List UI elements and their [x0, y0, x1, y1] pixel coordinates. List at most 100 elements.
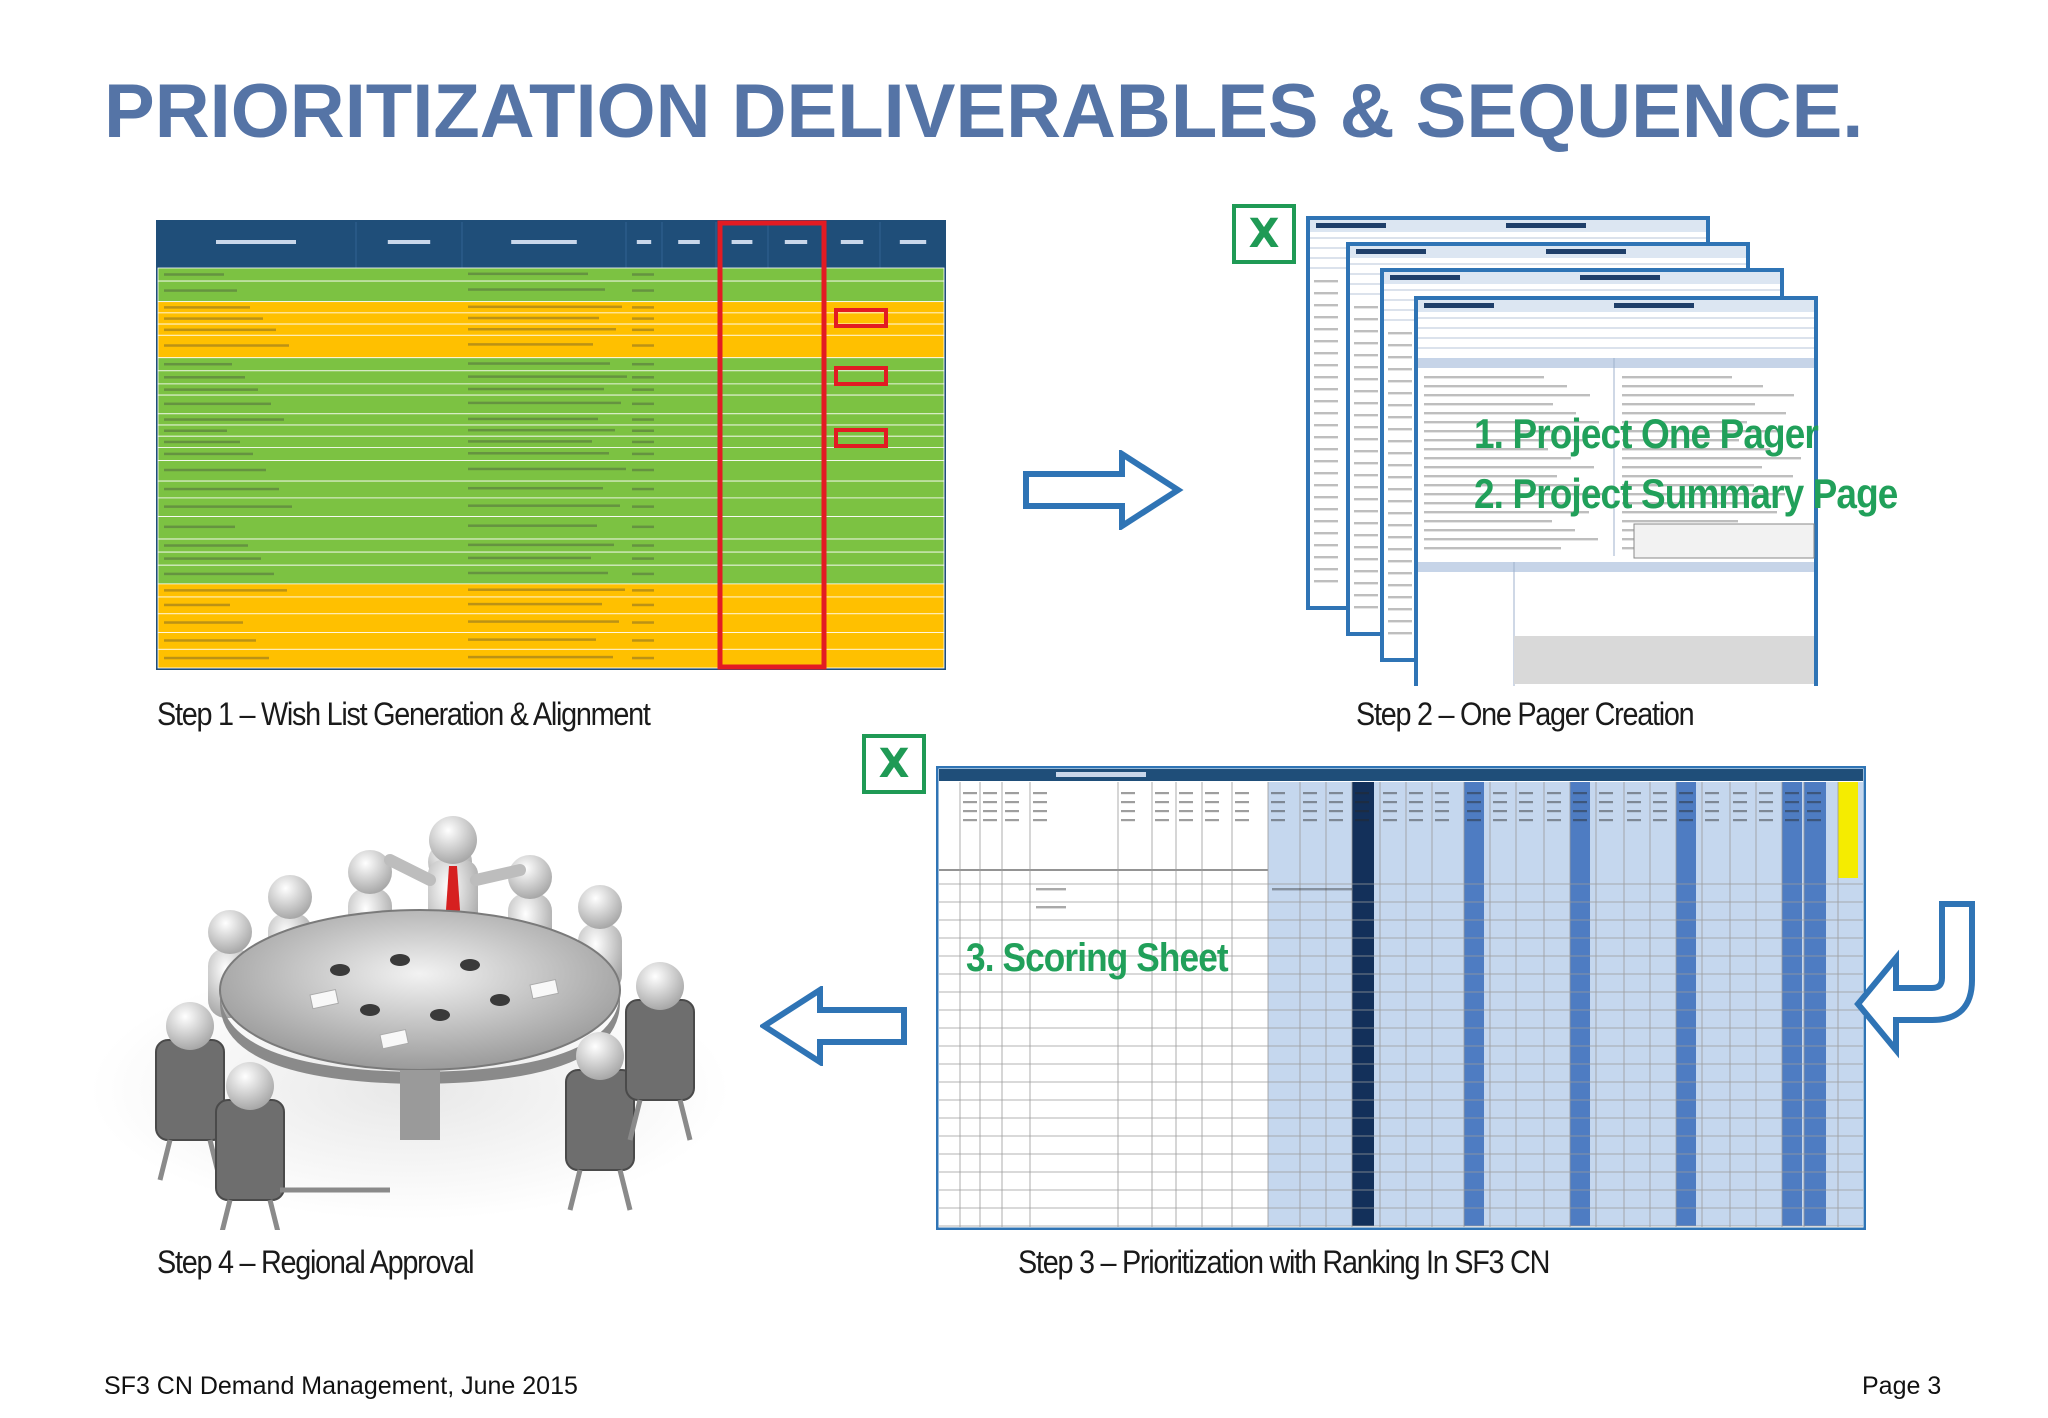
page-text-mark [1354, 546, 1378, 549]
row-text-mark [164, 440, 240, 444]
presenter-head [429, 816, 477, 864]
cell-text-mark [1036, 888, 1066, 891]
header-text-mark [983, 819, 997, 822]
table-leg [400, 1070, 440, 1140]
table-paper [529, 979, 559, 1000]
page-text-mark [1314, 472, 1338, 475]
header-text-mark [1759, 810, 1773, 813]
header-text-mark [1383, 801, 1397, 804]
page-text-mark [1424, 502, 1566, 505]
page-text-mark [1354, 438, 1378, 441]
page-text-mark [1354, 522, 1378, 525]
header-text-mark [1435, 819, 1449, 822]
header-text-mark [784, 240, 808, 244]
header-text-mark [1205, 792, 1219, 795]
slide-title: PRIORITIZATION DELIVERABLES & SEQUENCE. [104, 69, 1864, 154]
row-text-mark [632, 487, 654, 491]
header-text-mark [1205, 810, 1219, 813]
header-text-mark [1005, 801, 1019, 804]
row-text-mark [468, 305, 622, 309]
row-text-mark [632, 402, 654, 406]
header-text-mark [1705, 792, 1719, 795]
header-text-mark [1303, 810, 1317, 813]
row-text-mark [632, 328, 654, 332]
page-text-mark [1354, 366, 1378, 369]
red-tie [446, 866, 460, 920]
row-text-mark [632, 418, 654, 421]
header-text-mark [1435, 810, 1449, 813]
page-text-mark [1424, 385, 1567, 388]
row-text-mark [164, 306, 250, 309]
page-text-mark [1354, 474, 1378, 477]
row-text-mark [164, 452, 253, 456]
row-text-mark [468, 428, 615, 432]
row-text-mark [164, 487, 279, 491]
page-text-mark [1388, 404, 1412, 407]
header-text-mark [1033, 792, 1047, 795]
page-text-mark [1354, 594, 1378, 597]
row-text-mark [164, 525, 235, 529]
figure-head [578, 885, 622, 929]
page-text-mark [1388, 368, 1412, 371]
page-text-mark [1354, 462, 1378, 465]
meeting-table-illustration [80, 770, 760, 1230]
header-text-mark [1807, 801, 1821, 804]
header-text-mark [1653, 801, 1667, 804]
header-text-mark [1599, 801, 1613, 804]
chair-back [565, 1069, 635, 1171]
header-text-mark [1235, 792, 1249, 795]
page-text-mark [1314, 532, 1338, 535]
header-text-mark [1785, 819, 1799, 822]
page-header-text [1580, 275, 1660, 280]
page-text-mark [1354, 570, 1378, 573]
header-text-mark [1409, 819, 1423, 822]
page-text-mark [1622, 520, 1738, 523]
chair-back [155, 1039, 225, 1141]
page-text-mark [1388, 452, 1412, 455]
header-text-mark [387, 240, 431, 244]
page-text-mark [1388, 584, 1412, 587]
header-text-mark [1303, 801, 1317, 804]
one-pager-stack [1306, 216, 1826, 686]
row-text-mark [468, 543, 614, 547]
row-text-mark [164, 603, 230, 607]
page-header-text [1614, 303, 1694, 308]
page-text-mark [1388, 632, 1412, 635]
page-text-mark [1388, 560, 1412, 563]
row-text-mark [468, 602, 602, 606]
header-text-mark [1235, 819, 1249, 822]
presenter-arm [384, 854, 436, 886]
page-text-mark [1314, 436, 1338, 439]
table-paper [309, 989, 339, 1010]
row-text-mark [632, 376, 654, 379]
cell-text-mark [1272, 888, 1352, 891]
row-text-mark [632, 440, 654, 444]
row-text-mark [468, 638, 596, 641]
page-text-mark [1424, 430, 1562, 433]
page-text-mark [1388, 428, 1412, 431]
header-text-mark [511, 240, 577, 244]
table-item [360, 1004, 380, 1016]
header-text-mark [1573, 810, 1587, 813]
page-text-mark [1388, 572, 1412, 575]
page-text-mark [1354, 510, 1378, 513]
header-text-mark [1653, 810, 1667, 813]
scoring-sheet-graphic [936, 766, 1866, 1230]
table-item [490, 994, 510, 1006]
header-text-mark [1179, 810, 1193, 813]
wish-list-table-graphic [156, 220, 946, 670]
row-text-mark [468, 504, 620, 507]
one-pager-label: 1. Project One Pager [1474, 410, 1819, 457]
header-text-mark [1733, 792, 1747, 795]
page-text-mark [1388, 392, 1412, 395]
row-text-mark [468, 328, 616, 331]
header-text-mark [1679, 810, 1693, 813]
page-text-mark [1622, 421, 1747, 424]
row-text-mark [468, 655, 613, 659]
excel-icon: X [1232, 204, 1296, 264]
page-text-mark [1314, 484, 1338, 487]
page-header-text [1424, 303, 1494, 308]
page-text-mark [1314, 304, 1338, 307]
page-text-mark [1314, 580, 1338, 583]
row-text-mark [468, 452, 609, 455]
